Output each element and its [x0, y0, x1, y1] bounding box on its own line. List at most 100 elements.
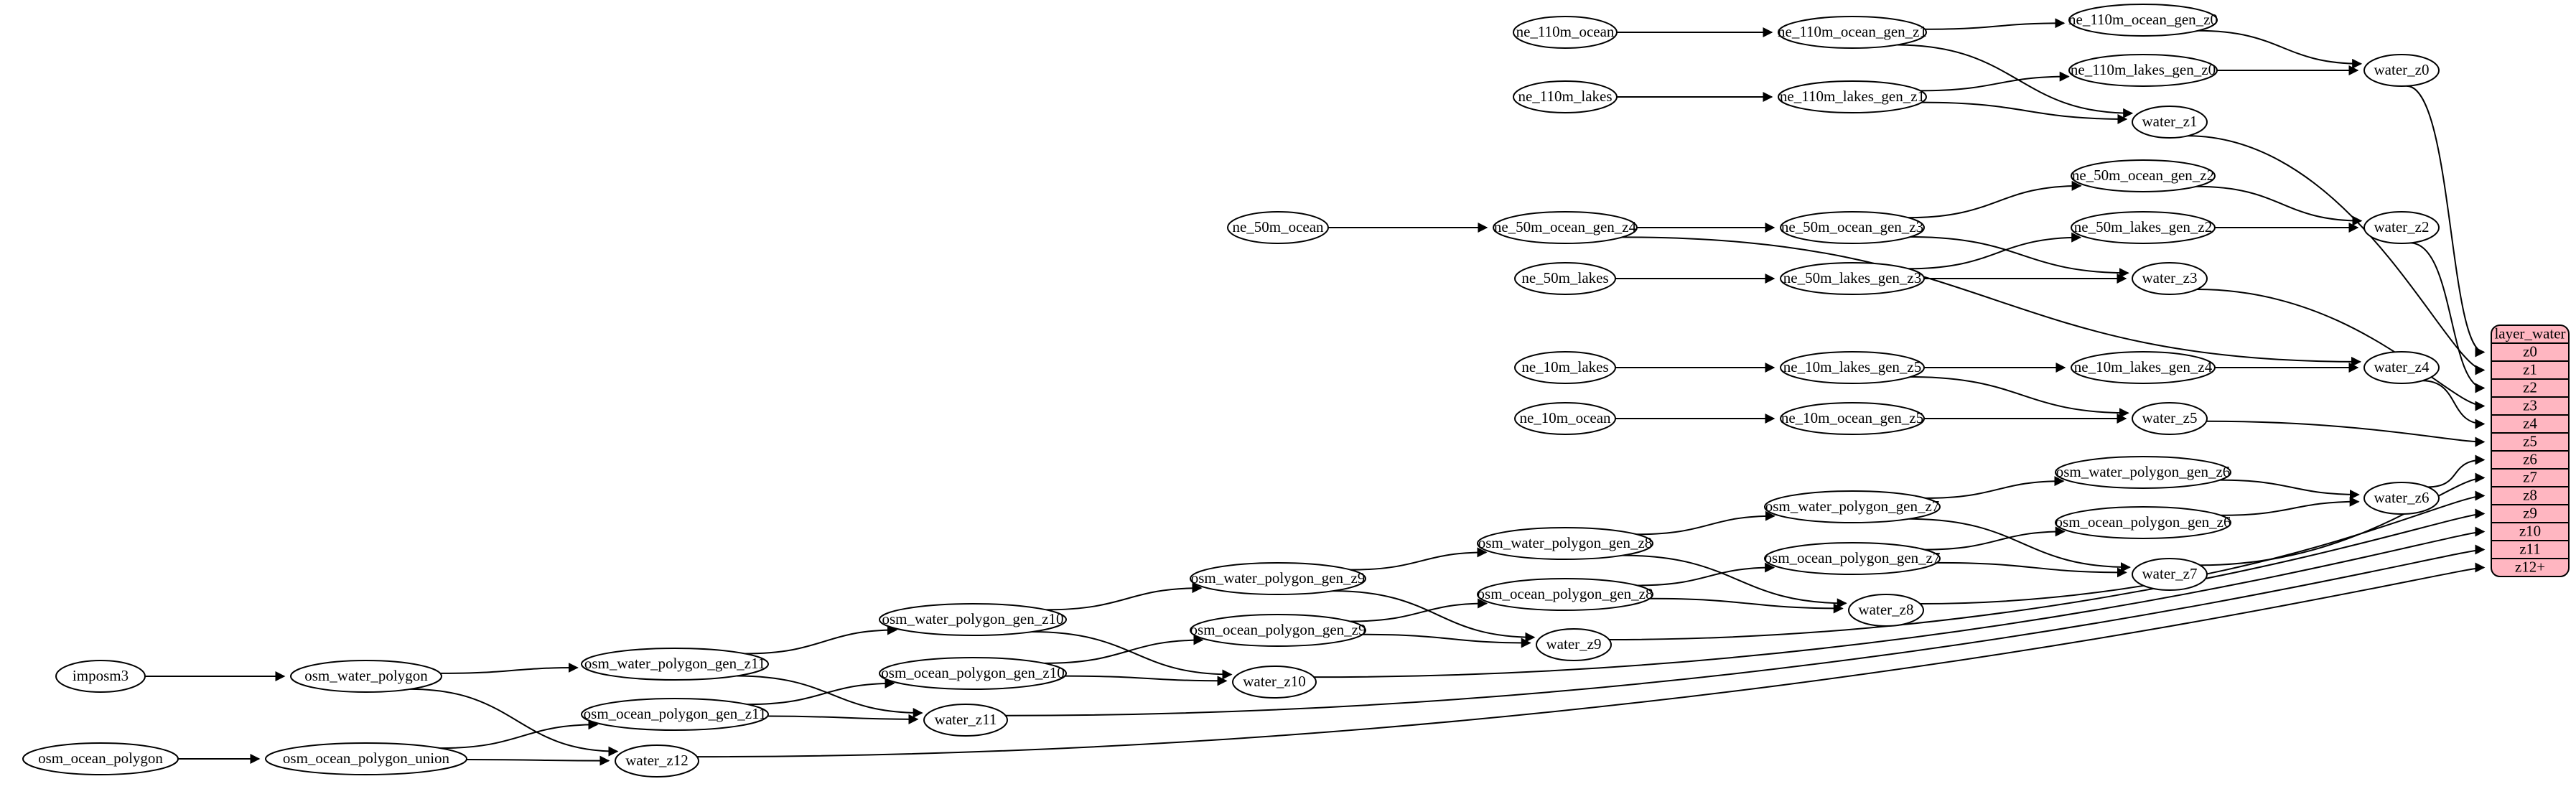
node-label: osm_water_polygon_gen_z9 [1191, 569, 1366, 587]
record-row-z6[interactable]: z6 [2523, 450, 2537, 467]
edge-osm_water_polygon_gen_z9-to-osm_water_polygon_gen_z8 [1350, 547, 1488, 571]
node-ne_110m_ocean_gen_z0[interactable]: ne_110m_ocean_gen_z0 [2068, 4, 2218, 37]
edge-layer [145, 18, 2486, 766]
record-row-z12plus[interactable]: z12+ [2515, 558, 2545, 575]
edge-water_z7-to-rec-z7 [2200, 472, 2486, 566]
node-label: ne_50m_ocean_gen_z2 [2072, 167, 2214, 184]
node-ne_10m_ocean[interactable]: ne_10m_ocean [1514, 402, 1616, 435]
node-water_z11[interactable]: water_z11 [923, 704, 1008, 737]
edge-water_z11-to-rec-z11 [1005, 544, 2486, 716]
edge-osm_ocean_polygon_gen_z9-to-water_z9 [1362, 633, 1531, 648]
node-ne_50m_lakes_gen_z3[interactable]: ne_50m_lakes_gen_z3 [1780, 262, 1925, 295]
node-ne_10m_lakes[interactable]: ne_10m_lakes [1514, 351, 1616, 384]
node-label: ne_50m_lakes_gen_z3 [1783, 269, 1921, 286]
node-ne_10m_lakes_gen_z5[interactable]: ne_10m_lakes_gen_z5 [1780, 351, 1925, 384]
edge-ne_50m_ocean_gen_z3-to-water_z3 [1910, 235, 2129, 279]
record-row-z3[interactable]: z3 [2523, 396, 2537, 414]
record-row-z5[interactable]: z5 [2523, 432, 2537, 449]
node-water_z3[interactable]: water_z3 [2132, 262, 2208, 295]
node-water_z7[interactable]: water_z7 [2132, 558, 2208, 591]
node-osm_water_polygon_gen_z9[interactable]: osm_water_polygon_gen_z9 [1190, 562, 1366, 595]
edge-osm_ocean_polygon_gen_z11-to-osm_ocean_polygon_gen_z10 [747, 678, 895, 706]
node-ne_110m_ocean_gen_z1[interactable]: ne_110m_ocean_gen_z1 [1778, 16, 1927, 49]
node-ne_50m_ocean_gen_z4[interactable]: ne_50m_ocean_gen_z4 [1493, 211, 1638, 244]
node-label: water_z4 [2374, 358, 2430, 375]
node-ne_50m_ocean_gen_z2[interactable]: ne_50m_ocean_gen_z2 [2071, 159, 2216, 192]
node-ne_110m_ocean[interactable]: ne_110m_ocean [1513, 16, 1618, 49]
node-water_z4[interactable]: water_z4 [2363, 351, 2440, 384]
node-osm_water_polygon[interactable]: osm_water_polygon [290, 660, 442, 693]
node-water_z1[interactable]: water_z1 [2132, 106, 2208, 139]
node-water_z5[interactable]: water_z5 [2132, 402, 2208, 435]
node-osm_ocean_polygon[interactable]: osm_ocean_polygon [22, 742, 179, 775]
node-osm_ocean_polygon_gen_z9[interactable]: osm_ocean_polygon_gen_z9 [1190, 614, 1366, 647]
node-osm_water_polygon_gen_z7[interactable]: osm_water_polygon_gen_z7 [1764, 490, 1941, 523]
edge-ne_110m_lakes_gen_z1-to-water_z1 [1921, 101, 2128, 124]
node-ne_50m_lakes[interactable]: ne_50m_lakes [1514, 262, 1616, 295]
node-ne_50m_ocean_gen_z3[interactable]: ne_50m_ocean_gen_z3 [1780, 211, 1925, 244]
edge-osm_ocean_polygon_gen_z7-to-water_z7 [1936, 561, 2127, 578]
edge-osm_ocean_polygon_gen_z6-to-water_z6 [2221, 496, 2360, 516]
node-osm_water_polygon_gen_z8[interactable]: osm_water_polygon_gen_z8 [1477, 527, 1653, 560]
node-label: osm_ocean_polygon_gen_z9 [1190, 621, 1366, 638]
node-label: water_z2 [2374, 218, 2430, 235]
node-water_z8[interactable]: water_z8 [1848, 594, 1924, 627]
node-label: ne_110m_ocean [1516, 23, 1615, 40]
node-osm_ocean_polygon_gen_z8[interactable]: osm_ocean_polygon_gen_z8 [1477, 578, 1653, 611]
node-ne_10m_ocean_gen_z5[interactable]: ne_10m_ocean_gen_z5 [1780, 402, 1925, 435]
node-label: ne_50m_ocean_gen_z4 [1494, 218, 1637, 235]
node-label: ne_110m_lakes_gen_z0 [2071, 61, 2216, 78]
node-osm_ocean_polygon_gen_z11[interactable]: osm_ocean_polygon_gen_z11 [581, 698, 769, 731]
edge-water_z9-to-rec-z9 [1609, 508, 2486, 640]
node-water_z2[interactable]: water_z2 [2363, 211, 2440, 244]
node-osm_ocean_polygon_gen_z7[interactable]: osm_ocean_polygon_gen_z7 [1764, 542, 1941, 575]
record-row-z10[interactable]: z10 [2519, 522, 2541, 539]
node-osm_water_polygon_gen_z6[interactable]: osm_water_polygon_gen_z6 [2055, 456, 2231, 489]
edge-water_z1-to-rec-z1 [2188, 135, 2486, 375]
node-water_z9[interactable]: water_z9 [1536, 628, 1612, 661]
edge-water_z6-to-rec-z6 [2427, 454, 2486, 488]
node-label: osm_ocean_polygon_gen_z7 [1765, 549, 1941, 566]
record-row-z8[interactable]: z8 [2523, 486, 2537, 503]
node-ne_110m_lakes_gen_z1[interactable]: ne_110m_lakes_gen_z1 [1778, 80, 1927, 113]
record-row-z11[interactable]: z11 [2519, 540, 2541, 557]
edge-water_z12-to-rec-z12+ [696, 562, 2486, 758]
node-osm_water_polygon_gen_z11[interactable]: osm_water_polygon_gen_z11 [581, 648, 769, 681]
node-ne_50m_ocean[interactable]: ne_50m_ocean [1227, 211, 1329, 244]
record-row-z7[interactable]: z7 [2523, 468, 2537, 485]
node-label: water_z6 [2374, 489, 2430, 506]
edge-water_z3-to-rec-z3 [2196, 289, 2486, 411]
node-osm_water_polygon_gen_z10[interactable]: osm_water_polygon_gen_z10 [879, 603, 1067, 636]
edge-osm_ocean_polygon_gen_z8-to-osm_ocean_polygon_gen_z7 [1637, 562, 1775, 587]
record-row-z9[interactable]: z9 [2523, 504, 2537, 521]
node-osm_ocean_polygon_gen_z6[interactable]: osm_ocean_polygon_gen_z6 [2055, 506, 2231, 539]
node-water_z0[interactable]: water_z0 [2363, 54, 2440, 87]
node-ne_10m_lakes_gen_z4[interactable]: ne_10m_lakes_gen_z4 [2071, 351, 2216, 384]
edge-osm_ocean_polygon_union-to-water_z12 [466, 755, 610, 766]
node-label: osm_water_polygon_gen_z11 [584, 655, 765, 672]
edge-osm_water_polygon_gen_z7-to-osm_water_polygon_gen_z6 [1925, 476, 2065, 499]
node-label: water_z3 [2142, 269, 2198, 286]
node-label: ne_10m_lakes_gen_z4 [2074, 358, 2213, 375]
record-row-z0[interactable]: z0 [2523, 342, 2537, 360]
edge-water_z8-to-rec-z8 [1920, 490, 2486, 605]
edge-osm_ocean_polygon_gen_z7-to-osm_ocean_polygon_gen_z6 [1924, 526, 2066, 551]
node-ne_110m_lakes[interactable]: ne_110m_lakes [1513, 80, 1618, 113]
node-label: osm_ocean_polygon [38, 750, 163, 767]
node-water_z6[interactable]: water_z6 [2363, 482, 2440, 515]
record-node-layer-water[interactable]: layer_waterz0z1z2z3z4z5z6z7z8z9z10z11z12… [2491, 325, 2570, 577]
node-water_z12[interactable]: water_z12 [615, 744, 699, 778]
node-label: ne_50m_lakes_gen_z2 [2074, 218, 2212, 235]
node-label: ne_10m_ocean_gen_z5 [1781, 409, 1923, 426]
node-label: osm_water_polygon_gen_z10 [882, 610, 1063, 627]
record-row-z1[interactable]: z1 [2523, 360, 2537, 378]
node-osm_ocean_polygon_gen_z10[interactable]: osm_ocean_polygon_gen_z10 [879, 657, 1067, 690]
node-ne_110m_lakes_gen_z0[interactable]: ne_110m_lakes_gen_z0 [2068, 54, 2218, 87]
node-osm_ocean_polygon_union[interactable]: osm_ocean_polygon_union [265, 742, 467, 775]
record-row-z4[interactable]: z4 [2523, 414, 2537, 431]
node-water_z10[interactable]: water_z10 [1232, 666, 1317, 699]
node-imposm3[interactable]: imposm3 [55, 660, 146, 693]
record-row-z2[interactable]: z2 [2523, 378, 2537, 396]
node-ne_50m_lakes_gen_z2[interactable]: ne_50m_lakes_gen_z2 [2071, 211, 2216, 244]
